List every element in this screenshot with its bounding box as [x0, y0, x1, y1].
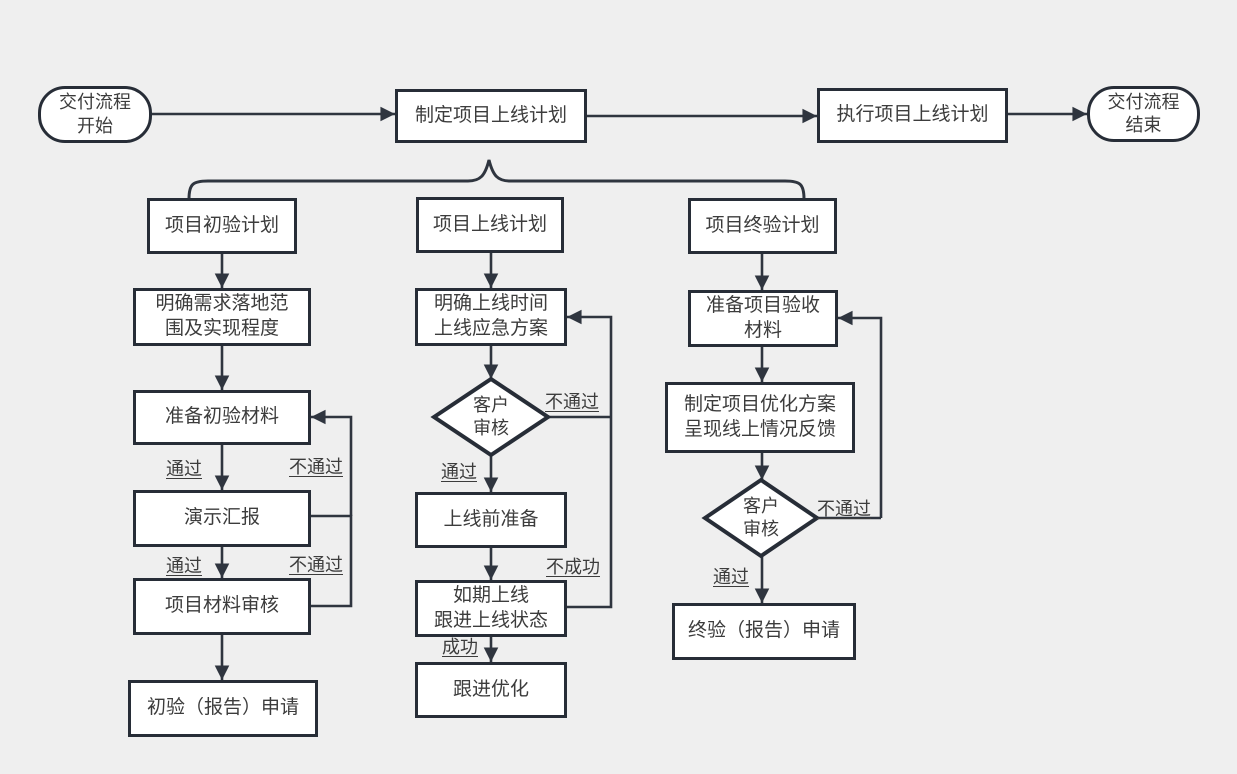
edge-c3-fail-loop-arrow — [838, 310, 883, 518]
node-final-plan-header: 项目终验计划 — [688, 198, 837, 254]
node-end-terminal: 交付流程 结束 — [1087, 86, 1200, 142]
node-start-terminal: 交付流程 开始 — [38, 86, 152, 143]
node-launch-schedule: 明确上线时间 上线应急方案 — [415, 288, 567, 346]
edge-label-c2-pass: 通过 — [441, 462, 477, 482]
node-follow-optimize: 跟进优化 — [415, 662, 567, 718]
edge-c1-fail-loop — [311, 514, 353, 608]
edge-label-c2-fail: 不通过 — [545, 392, 599, 412]
node-prepare-initial-materials: 准备初验材料 — [133, 390, 311, 445]
edge-c2-fail-loop-arrow — [567, 309, 613, 417]
node-initial-report-apply: 初验（报告）申请 — [128, 680, 318, 737]
node-launch-plan-header: 项目上线计划 — [416, 197, 564, 253]
decision-customer-review-launch-label: 客户 审核 — [473, 394, 509, 438]
brace-connector — [187, 159, 806, 200]
node-make-launch-plan: 制定项目上线计划 — [395, 89, 587, 143]
edge-label-c2-successful: 成功 — [442, 637, 478, 657]
node-golive-track: 如期上线 跟进上线状态 — [415, 580, 567, 637]
node-optimization-plan: 制定项目优化方案 呈现线上情况反馈 — [665, 382, 855, 453]
edge-c2-fail-loop — [548, 415, 613, 609]
edge-label-c1-fail-1: 不通过 — [289, 457, 343, 477]
edge-label-c1-fail-2: 不通过 — [289, 555, 343, 575]
decision-customer-review-final-shape — [701, 477, 821, 559]
edge-label-c1-pass-1: 通过 — [166, 459, 202, 479]
edge-c1-fail-loop-arrow — [311, 409, 353, 516]
node-prelaunch-prep: 上线前准备 — [415, 492, 567, 548]
node-clarify-scope: 明确需求落地范 围及实现程度 — [133, 288, 311, 346]
decision-customer-review-launch-shape — [430, 376, 552, 458]
node-prepare-acceptance-materials: 准备项目验收 材料 — [688, 290, 838, 347]
node-material-review: 项目材料审核 — [133, 578, 311, 635]
edge-label-c3-pass: 通过 — [713, 567, 749, 587]
edge-label-c3-fail: 不通过 — [817, 499, 871, 519]
node-final-report-apply: 终验（报告）申请 — [672, 603, 856, 660]
decision-customer-review-final-label: 客户 审核 — [743, 495, 779, 539]
node-execute-launch-plan: 执行项目上线计划 — [817, 88, 1008, 143]
node-initial-plan-header: 项目初验计划 — [147, 198, 297, 254]
edge-label-c2-unsuccessful: 不成功 — [546, 557, 600, 577]
node-demo-report: 演示汇报 — [133, 490, 311, 547]
edge-label-c1-pass-2: 通过 — [166, 556, 202, 576]
